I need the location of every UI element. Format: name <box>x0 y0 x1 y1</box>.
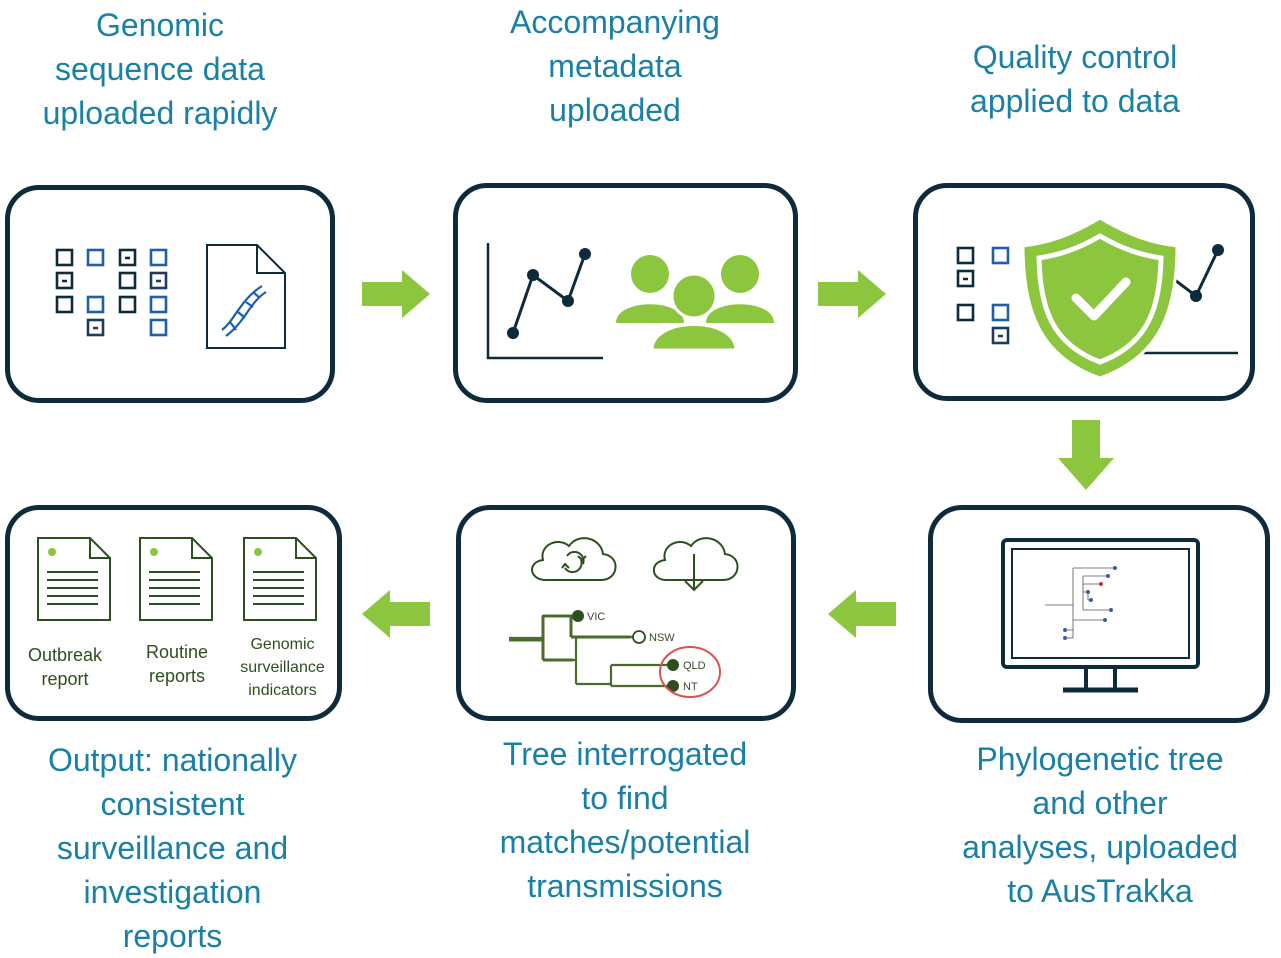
cluster-highlight-circle <box>659 646 721 698</box>
arrow-left-1-icon <box>828 590 896 638</box>
outbreak-report-label: Outbreak report <box>27 645 103 689</box>
step3-caption: Quality control applied to data <box>970 39 1180 119</box>
arrow-down-icon <box>1058 420 1114 490</box>
cloud-download-icon <box>652 537 739 592</box>
genomic-indicators-label: Genomic surveillance indicators <box>240 636 325 699</box>
tree-node-vic <box>572 610 584 622</box>
step2-caption: Accompanying metadata uploaded <box>510 4 720 128</box>
tree-label-qld: QLD <box>683 660 706 672</box>
tree-label-nsw: NSW <box>649 632 675 644</box>
monitor-icon <box>1001 538 1200 693</box>
tree-node-nsw <box>632 630 646 644</box>
arrow-left-2-icon <box>362 590 430 638</box>
step6-caption: Output: nationally consistent surveillan… <box>47 742 298 954</box>
mini-tree-icon <box>1045 567 1115 639</box>
tree-interrogation-panel: VIC NSW QLD NT <box>456 505 796 721</box>
arrow-right-1-icon <box>362 270 430 318</box>
sequence-data-panel <box>5 185 335 403</box>
arrow-right-2-icon <box>818 270 886 318</box>
reports-panel: Outbreak report Routine reports Genomic … <box>5 505 342 721</box>
step4-caption: Phylogenetic tree and other analyses, up… <box>962 741 1238 909</box>
qc-grid-icon <box>956 246 1010 345</box>
step5-caption: Tree interrogated to find matches/potent… <box>499 736 751 904</box>
shield-check-icon <box>1021 216 1179 380</box>
metadata-panel <box>453 183 798 403</box>
tree-label-nt: NT <box>683 681 698 693</box>
quality-control-panel <box>913 183 1255 401</box>
tree-tips: VIC NSW QLD NT <box>543 610 721 698</box>
routine-reports-label: Routine reports <box>145 642 209 686</box>
sequence-grid-icon <box>55 248 168 337</box>
cloud-sync-icon <box>531 537 617 581</box>
tree-node-qld <box>667 659 679 671</box>
report-documents-icons <box>37 537 317 621</box>
phylogenetic-tree-panel <box>928 505 1270 723</box>
line-chart-icon <box>486 243 603 360</box>
dna-document-icon <box>206 244 286 349</box>
tree-label-vic: VIC <box>587 611 605 623</box>
tree-node-nt <box>667 680 679 692</box>
people-group-icon <box>616 255 774 352</box>
step1-caption: Genomic sequence data uploaded rapidly <box>42 7 278 131</box>
